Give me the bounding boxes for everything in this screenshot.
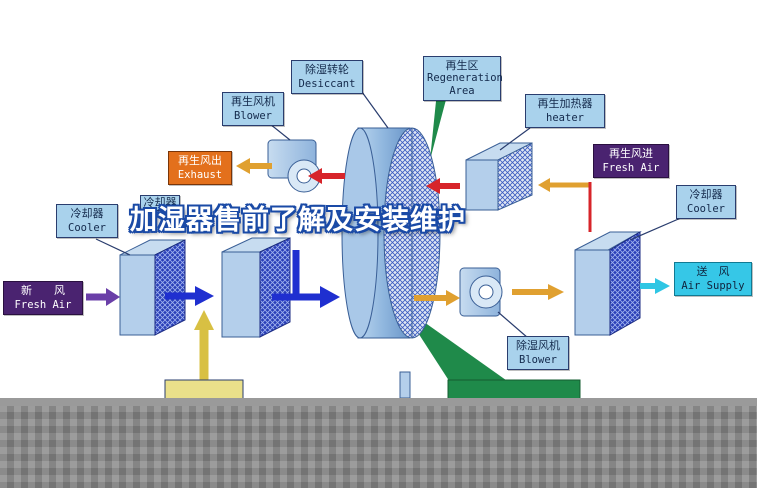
bottom-small-part: [399, 371, 411, 399]
process-blower: [459, 267, 503, 317]
left-cooler-unit: [119, 239, 186, 336]
middle-cooler-unit: [221, 237, 291, 338]
pixelated-footer-band: [0, 398, 757, 488]
desiccant-wheel: [341, 127, 441, 339]
middle-cooler-label: 冷却器: [140, 195, 180, 211]
bottom-pointer-shape: [400, 305, 520, 390]
pixelated-footer-edge: [0, 398, 757, 406]
regen-blower: [267, 139, 321, 193]
regen-heater: [465, 142, 533, 211]
overlay-title: 加湿器售前了解及安装维护: [130, 205, 466, 236]
right-cooler-unit: [574, 231, 642, 336]
airflow-arrows: [86, 91, 691, 385]
